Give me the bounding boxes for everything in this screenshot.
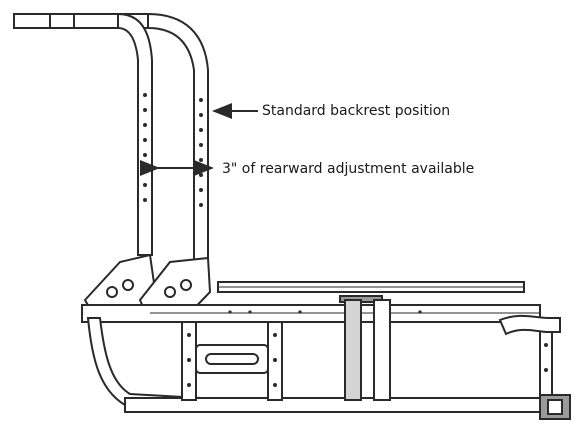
rearward-adjustment-label: 3" of rearward adjustment available (222, 161, 475, 177)
slot-plate (195, 344, 269, 374)
caster-housing (539, 394, 571, 420)
side-frame (81, 304, 541, 323)
fasteners (187, 310, 548, 387)
rear-backrest-tube (117, 12, 153, 256)
front-backrest-tube (147, 12, 209, 263)
seat-rail (217, 281, 525, 303)
standard-position-label: Standard backrest position (262, 103, 451, 119)
front-curved-tube (498, 314, 561, 336)
